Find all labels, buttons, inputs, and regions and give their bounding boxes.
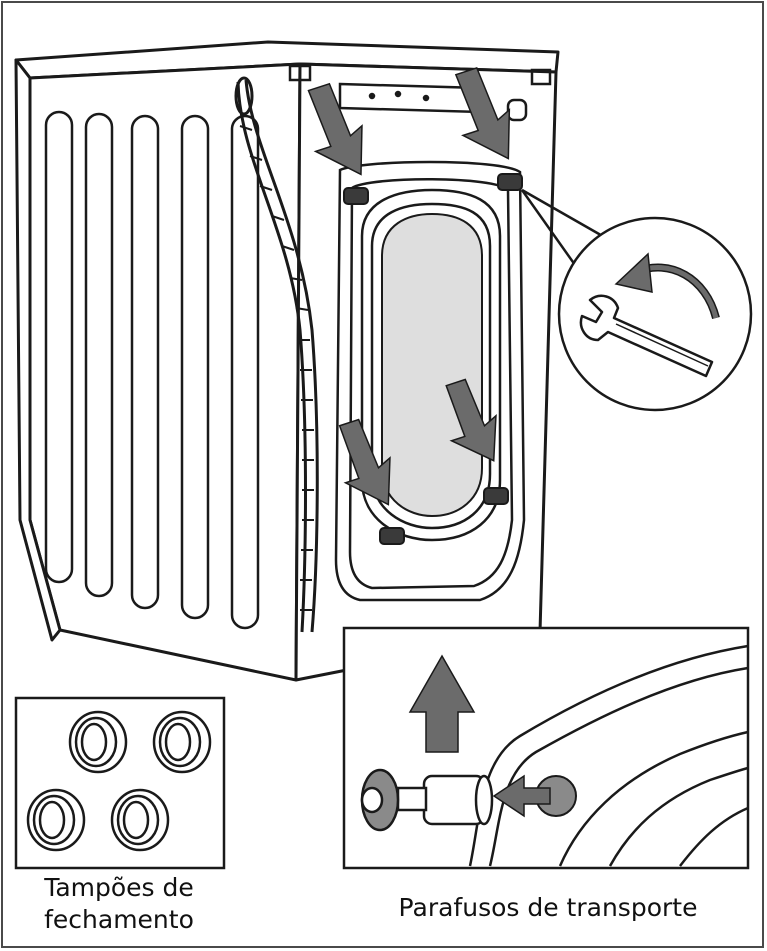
bolts-caption: Parafusos de transporte [398,893,698,922]
arrow-up-icon [408,654,476,753]
side-panel-ribs [44,110,260,630]
arrow-down-icon [307,66,511,506]
porthole-glass [381,212,483,518]
plugs-caption-line-2: fechamento [44,905,194,934]
rotate-counterclockwise-icon [614,252,720,320]
plugs-inset [14,696,226,870]
wrench-icon [579,294,714,378]
drain-hose [234,76,319,633]
transport-bolt-icon [360,768,494,832]
wrench-callout [520,188,753,412]
plug-icon [110,788,170,852]
plug-icon [26,788,86,852]
arrow-left-icon [492,774,551,818]
transport-bolts [343,173,523,545]
plugs-caption-line-1: Tampões de [44,873,194,902]
plug-icon [152,710,212,774]
back-panel-details [288,64,552,602]
plug-icon [68,710,128,774]
bolt-detail-inset [342,626,750,870]
plugs-caption: Tampões de fechamento [14,872,224,936]
